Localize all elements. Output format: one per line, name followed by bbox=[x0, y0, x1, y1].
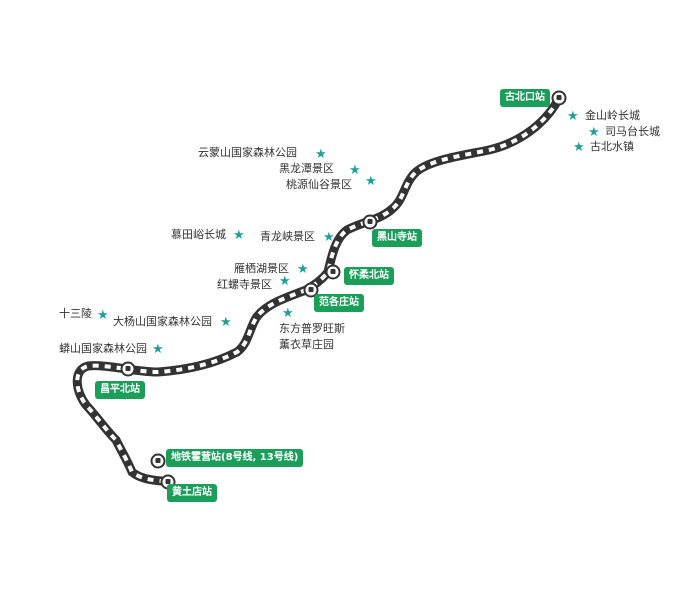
star-icon: ★ bbox=[282, 306, 294, 321]
poi-dayangshan[interactable]: 大杨山国家森林公园 bbox=[113, 315, 212, 328]
poi-simatai[interactable]: 司马台长城 bbox=[605, 125, 660, 138]
poi-mutianyu[interactable]: 慕田峪长城 bbox=[171, 228, 226, 241]
star-icon: ★ bbox=[573, 140, 585, 155]
poi-hongluosi[interactable]: 红螺寺景区 bbox=[217, 278, 272, 291]
train-icon-body bbox=[308, 287, 314, 292]
star-icon: ★ bbox=[567, 109, 579, 124]
station-huangtudian[interactable]: 黄土店站 bbox=[167, 484, 217, 502]
station-fangezhuang[interactable]: 范各庄站 bbox=[314, 294, 364, 312]
star-icon: ★ bbox=[220, 315, 232, 330]
star-icon: ★ bbox=[233, 228, 245, 243]
station-gubeikou[interactable]: 古北口站 bbox=[500, 89, 550, 107]
train-icon-body bbox=[330, 269, 336, 274]
star-icon: ★ bbox=[97, 308, 109, 323]
star-icon: ★ bbox=[588, 125, 600, 140]
poi-yanqihu[interactable]: 雁栖湖景区 bbox=[234, 262, 289, 275]
poi-shisanling[interactable]: 十三陵 bbox=[59, 307, 92, 320]
poi-heilongtan[interactable]: 黑龙潭景区 bbox=[279, 162, 334, 175]
station-changpingbei[interactable]: 昌平北站 bbox=[95, 381, 145, 399]
star-icon: ★ bbox=[323, 230, 335, 245]
station-nodes bbox=[120, 90, 567, 490]
poi-qinglongxia[interactable]: 青龙峡景区 bbox=[260, 230, 315, 243]
star-icon: ★ bbox=[152, 342, 164, 357]
poi-lavender[interactable]: 东方普罗旺斯 薰衣草庄园 bbox=[279, 322, 345, 351]
poi-yunmengshan[interactable]: 云蒙山国家森林公园 bbox=[198, 146, 297, 159]
star-icon: ★ bbox=[365, 174, 377, 189]
star-icon: ★ bbox=[297, 262, 309, 277]
train-icon-body bbox=[165, 479, 171, 484]
station-huairoubei[interactable]: 怀柔北站 bbox=[344, 267, 394, 285]
station-heishansi[interactable]: 黑山寺站 bbox=[372, 229, 422, 247]
station-huoying[interactable]: 地铁霍营站(8号线, 13号线) bbox=[166, 449, 304, 467]
poi-mangshan[interactable]: 蟒山国家森林公园 bbox=[59, 342, 147, 355]
star-icon: ★ bbox=[315, 147, 327, 162]
star-icon: ★ bbox=[349, 163, 361, 178]
train-icon-body bbox=[155, 458, 161, 463]
star-icon: ★ bbox=[279, 274, 291, 289]
train-icon-body bbox=[556, 95, 562, 100]
train-icon-body bbox=[125, 366, 131, 371]
train-icon-body bbox=[367, 219, 373, 224]
poi-jinshanling[interactable]: 金山岭长城 bbox=[585, 109, 640, 122]
rail-ties bbox=[75, 97, 561, 484]
poi-taoyuanxiangu[interactable]: 桃源仙谷景区 bbox=[286, 178, 352, 191]
poi-gubeishuizhen[interactable]: 古北水镇 bbox=[590, 140, 634, 153]
railway-track bbox=[72, 93, 564, 487]
